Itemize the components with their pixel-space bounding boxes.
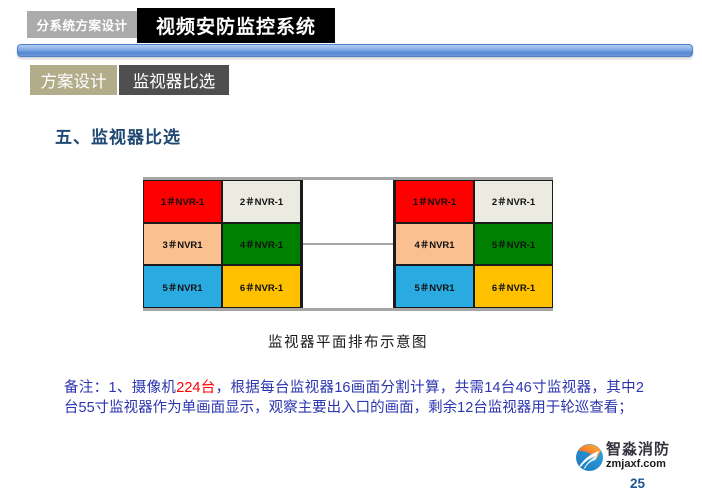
monitor-block-left: 1＃NVR-1 2＃NVR-1 3＃NVR1 4＃NVR-1 5＃NVR1 6＃… xyxy=(143,180,301,308)
diagram-caption: 监视器平面排布示意图 xyxy=(268,335,428,351)
note-suffix: ，根据每台监视器16画面分割计算，共需14台46寸监视器，其中2台55寸监视器作… xyxy=(64,380,644,416)
monitor-cell: 2＃NVR-1 xyxy=(474,180,553,223)
tab-topic-label: 监视器比选 xyxy=(132,73,216,91)
breadcrumb-system-label: 视频安防监控系统 xyxy=(155,17,316,38)
page-number: 25 xyxy=(630,476,646,491)
monitor-cell: 5＃NVR1 xyxy=(395,265,474,308)
monitor-block-right: 1＃NVR-1 2＃NVR-1 4＃NVR1 5＃NVR-1 5＃NVR1 6＃… xyxy=(395,180,553,308)
monitor-cell: 6＃NVR-1 xyxy=(474,265,553,308)
note-prefix: 备注：1、摄像机 xyxy=(64,380,177,396)
tab-design-label: 方案设计 xyxy=(40,73,107,91)
breadcrumb-system-tab: 视频安防监控系统 xyxy=(137,8,335,43)
large-monitor-divider xyxy=(303,243,393,245)
monitor-layout-diagram: 1＃NVR-1 2＃NVR-1 3＃NVR1 4＃NVR-1 5＃NVR1 6＃… xyxy=(143,177,553,311)
breadcrumb-section-tab: 分系统方案设计 xyxy=(27,11,137,38)
tab-topic: 监视器比选 xyxy=(119,65,229,95)
monitor-cell: 1＃NVR-1 xyxy=(395,180,474,223)
monitor-cell: 6＃NVR-1 xyxy=(222,265,301,308)
company-logo-text: 智淼消防 zmjaxf.com xyxy=(606,442,670,471)
monitor-cell: 1＃NVR-1 xyxy=(143,180,222,223)
company-logo: 智淼消防 zmjaxf.com xyxy=(576,442,670,471)
company-name: 智淼消防 xyxy=(606,441,671,458)
note-highlight: 224台 xyxy=(176,380,216,396)
breadcrumb-section-label: 分系统方案设计 xyxy=(36,19,128,33)
note-paragraph: 备注：1、摄像机224台，根据每台监视器16画面分割计算，共需14台46寸监视器… xyxy=(64,379,644,418)
tab-design: 方案设计 xyxy=(30,65,117,95)
monitor-cell: 4＃NVR-1 xyxy=(222,222,301,266)
company-logo-icon xyxy=(576,444,603,471)
monitor-cell: 5＃NVR-1 xyxy=(474,222,553,266)
page-title: 五、监视器比选 xyxy=(55,128,181,147)
monitor-cell: 4＃NVR1 xyxy=(395,222,474,266)
header-divider-bar xyxy=(17,44,693,57)
monitor-cell: 3＃NVR1 xyxy=(143,222,222,266)
company-url: zmjaxf.com xyxy=(606,458,666,470)
monitor-cell: 5＃NVR1 xyxy=(143,265,222,308)
monitor-cell: 2＃NVR-1 xyxy=(222,180,301,223)
large-monitor-area xyxy=(301,180,395,308)
